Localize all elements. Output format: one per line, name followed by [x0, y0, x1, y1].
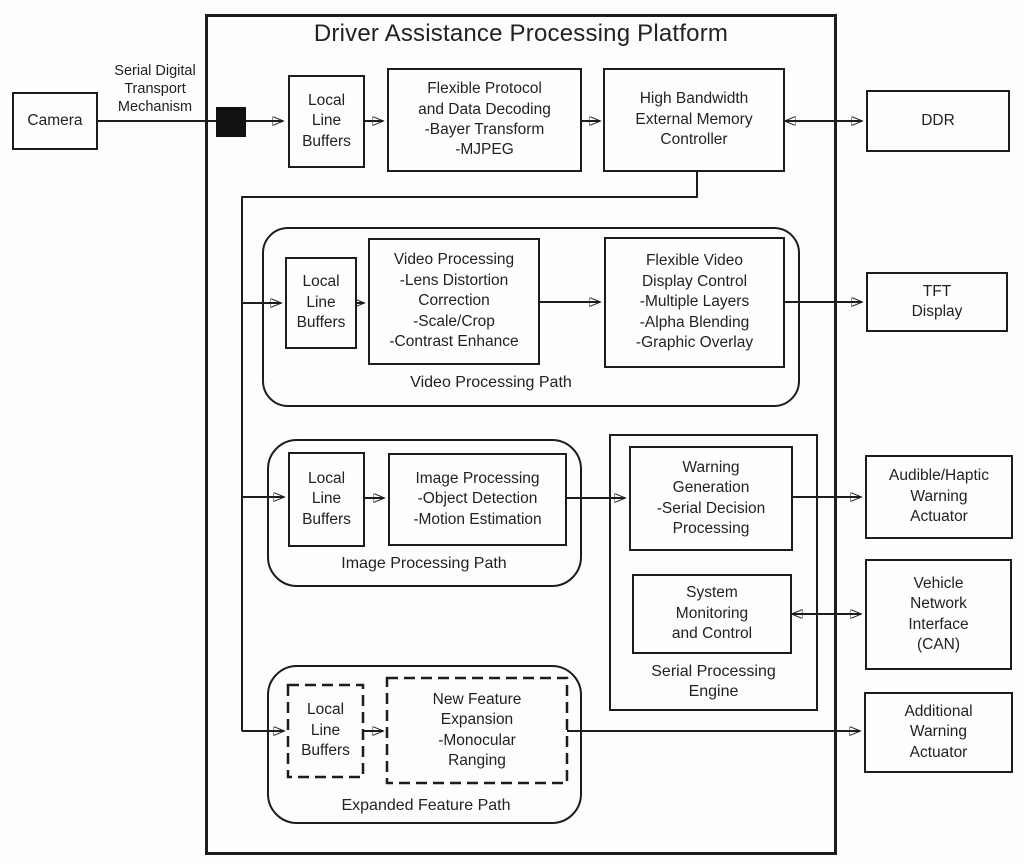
image-processing-block: Image Processing -Object Detection -Moti… — [388, 453, 567, 546]
platform-boundary — [205, 14, 837, 855]
system-monitoring-block: System Monitoring and Control — [632, 574, 792, 654]
new-feature-expansion-block: New Feature Expansion -Monocular Ranging — [432, 690, 522, 769]
image-path-label: Image Processing Path — [341, 555, 507, 572]
additional-warning-actuator-block: Additional Warning Actuator — [864, 692, 1013, 773]
tft-display-block: TFT Display — [866, 272, 1008, 332]
local-line-buffers-top-block: Local Line Buffers — [288, 75, 365, 168]
vehicle-network-interface-block: Vehicle Network Interface (CAN) — [865, 559, 1012, 670]
serial-engine-label: Serial Processing Engine — [651, 663, 776, 700]
local-line-buffers-image-block: Local Line Buffers — [288, 452, 365, 547]
ddr-block: DDR — [866, 90, 1010, 152]
diagram-title: Driver Assistance Processing Platform — [313, 20, 729, 47]
video-processing-block: Video Processing -Lens Distortion Correc… — [368, 238, 540, 365]
serial-connector-node — [216, 107, 246, 137]
audible-haptic-actuator-block: Audible/Haptic Warning Actuator — [865, 455, 1013, 539]
expanded-path-label: Expanded Feature Path — [341, 797, 511, 814]
local-line-buffers-expanded-block: Local Line Buffers — [301, 701, 350, 760]
serial-transport-label: Serial Digital Transport Mechanism — [114, 63, 196, 116]
camera-block: Camera — [12, 92, 98, 150]
local-line-buffers-video-block: Local Line Buffers — [285, 257, 357, 349]
warning-generation-block: Warning Generation -Serial Decision Proc… — [629, 446, 793, 551]
flexible-video-display-block: Flexible Video Display Control -Multiple… — [604, 237, 785, 368]
video-path-label: Video Processing Path — [410, 374, 572, 391]
memory-controller-block: High Bandwidth External Memory Controlle… — [603, 68, 785, 172]
flexible-protocol-block: Flexible Protocol and Data Decoding -Bay… — [387, 68, 582, 172]
